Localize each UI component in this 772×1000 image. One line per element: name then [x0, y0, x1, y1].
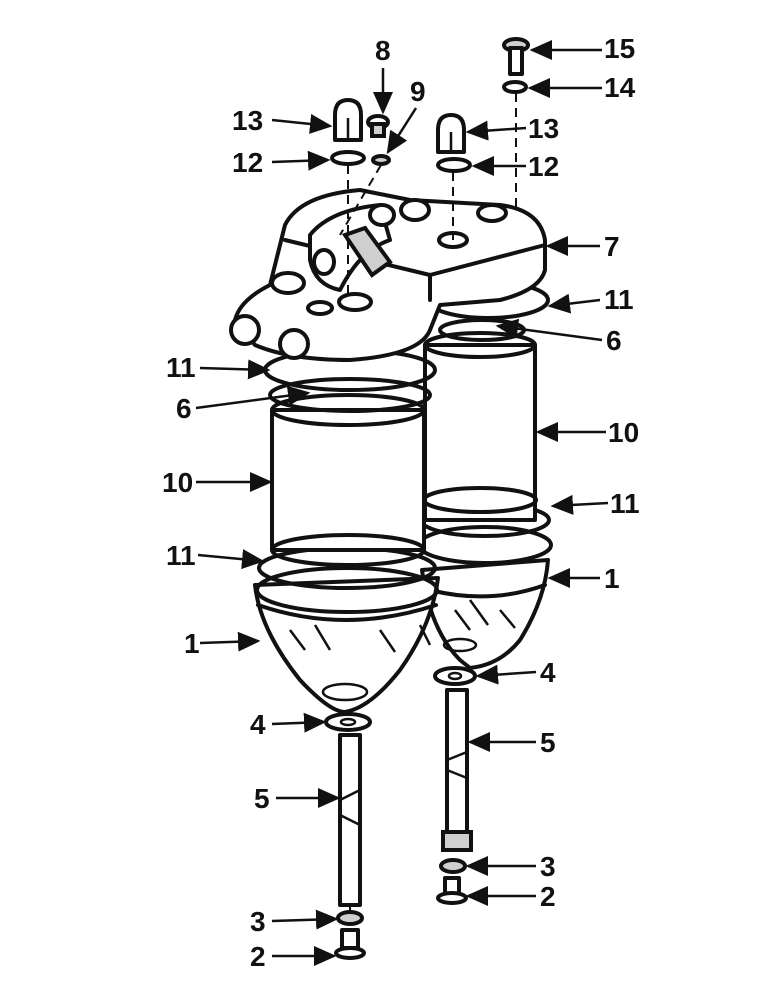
callout-14: 14: [604, 72, 636, 103]
right-filter-assembly: [417, 280, 553, 905]
callout-2-left: 2: [250, 941, 266, 972]
callout-7: 7: [604, 231, 620, 262]
right-washer-3: [439, 858, 467, 874]
callout-6-right: 6: [606, 325, 622, 356]
right-bowl: [420, 558, 550, 670]
cap-nut-right: [436, 113, 466, 154]
cap-nut-left: [333, 98, 363, 142]
callout-9: 9: [410, 76, 426, 107]
plug-8: [366, 114, 390, 138]
top-hardware: [330, 37, 530, 915]
washer-12-right: [436, 157, 472, 173]
callout-13-right: 13: [528, 113, 559, 144]
right-filter-element: [423, 343, 537, 522]
leader-lines: [195, 40, 609, 966]
callout-4-right: 4: [540, 657, 556, 688]
callout-1-left: 1: [184, 628, 200, 659]
left-filter-assembly: [253, 348, 440, 960]
callout-labels: 15 8 14 9 13 13 12 12 7 11 6 11 6 10 10 …: [162, 33, 640, 972]
washer-12-left: [330, 150, 366, 166]
right-center-bolt: [441, 688, 473, 852]
callout-2-right: 2: [540, 881, 556, 912]
seal-9: [371, 154, 391, 166]
left-bowl: [253, 576, 440, 714]
callout-10-left: 10: [162, 467, 193, 498]
callout-4-left: 4: [250, 709, 266, 740]
callout-11-upper-left: 11: [166, 352, 196, 383]
callout-3-right: 3: [540, 851, 556, 882]
callout-1-right: 1: [604, 563, 620, 594]
left-center-bolt: [338, 733, 362, 907]
right-washer-4: [433, 666, 477, 686]
callout-12-right: 12: [528, 151, 559, 182]
callout-6-left: 6: [176, 393, 192, 424]
callout-5-left: 5: [254, 783, 270, 814]
filter-head: [229, 188, 547, 362]
callout-11-lower-left: 11: [166, 540, 196, 571]
left-filter-element: [270, 408, 426, 552]
callout-13-left: 13: [232, 105, 263, 136]
washer-14: [502, 80, 528, 94]
callout-15: 15: [604, 33, 635, 64]
callout-5-right: 5: [540, 727, 556, 758]
callout-3-left: 3: [250, 906, 266, 937]
right-drain-plug: [436, 876, 468, 905]
left-drain-plug: [334, 928, 366, 960]
callout-11-lower-right: 11: [610, 488, 640, 519]
callout-11-upper-right: 11: [604, 284, 634, 315]
bleed-screw-15: [502, 37, 530, 76]
left-washer-4: [324, 712, 372, 732]
callout-10-right: 10: [608, 417, 639, 448]
callout-8: 8: [375, 35, 391, 66]
callout-12-left: 12: [232, 147, 263, 178]
